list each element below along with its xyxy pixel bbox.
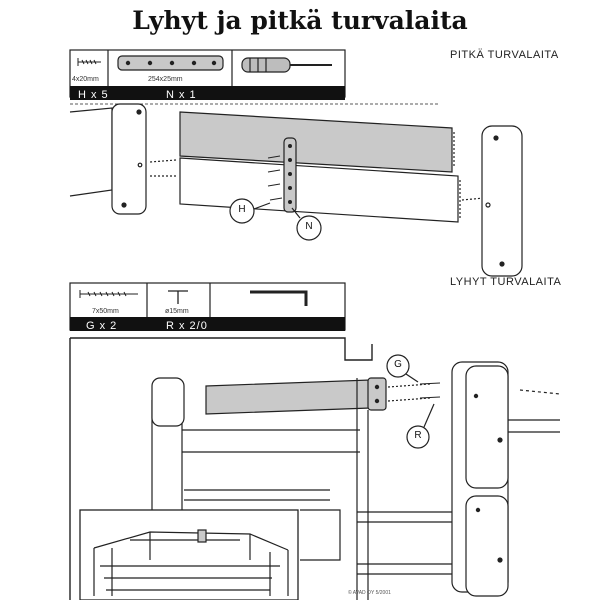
g-qty-label: G x 2 xyxy=(86,320,118,332)
screwdriver-icon xyxy=(241,57,332,73)
callout-g xyxy=(386,354,410,378)
h-size-label: 4x20mm xyxy=(72,76,99,83)
callout-r-label: R xyxy=(414,430,422,441)
g-size-label: 7x50mm xyxy=(92,308,119,315)
r-qty-label: R x 2/0 xyxy=(166,320,208,332)
screw-icon xyxy=(77,58,101,66)
callout-h xyxy=(229,198,255,224)
metal-plate-icon xyxy=(117,55,224,71)
callout-g-label: G xyxy=(394,359,402,370)
n-qty-label: N x 1 xyxy=(166,89,197,101)
callout-r xyxy=(406,425,430,449)
short-parts-bar: G x 2 R x 2/0 xyxy=(70,317,345,332)
long-parts-bar: H x 5 N x 1 xyxy=(70,86,345,101)
r-size-label: ø15mm xyxy=(165,308,189,315)
screw-icon xyxy=(79,290,138,298)
callout-n-label: N xyxy=(305,221,313,232)
callout-n xyxy=(296,215,322,241)
page-title: Lyhyt ja pitkä turvalaita xyxy=(132,6,468,35)
long-rail-label: PITKÄ TURVALAITA xyxy=(450,49,559,61)
n-size-label: 254x25mm xyxy=(148,76,183,83)
callout-h-label: H xyxy=(238,204,246,215)
short-rail-label: LYHYT TURVALAITA xyxy=(450,276,562,288)
inset-bed-overview xyxy=(79,509,299,600)
allen-key-icon xyxy=(250,290,308,306)
copyright-footer: © AVAD OY 5/2001 xyxy=(348,590,391,596)
h-qty-label: H x 5 xyxy=(78,89,109,101)
dowel-icon xyxy=(168,290,188,304)
